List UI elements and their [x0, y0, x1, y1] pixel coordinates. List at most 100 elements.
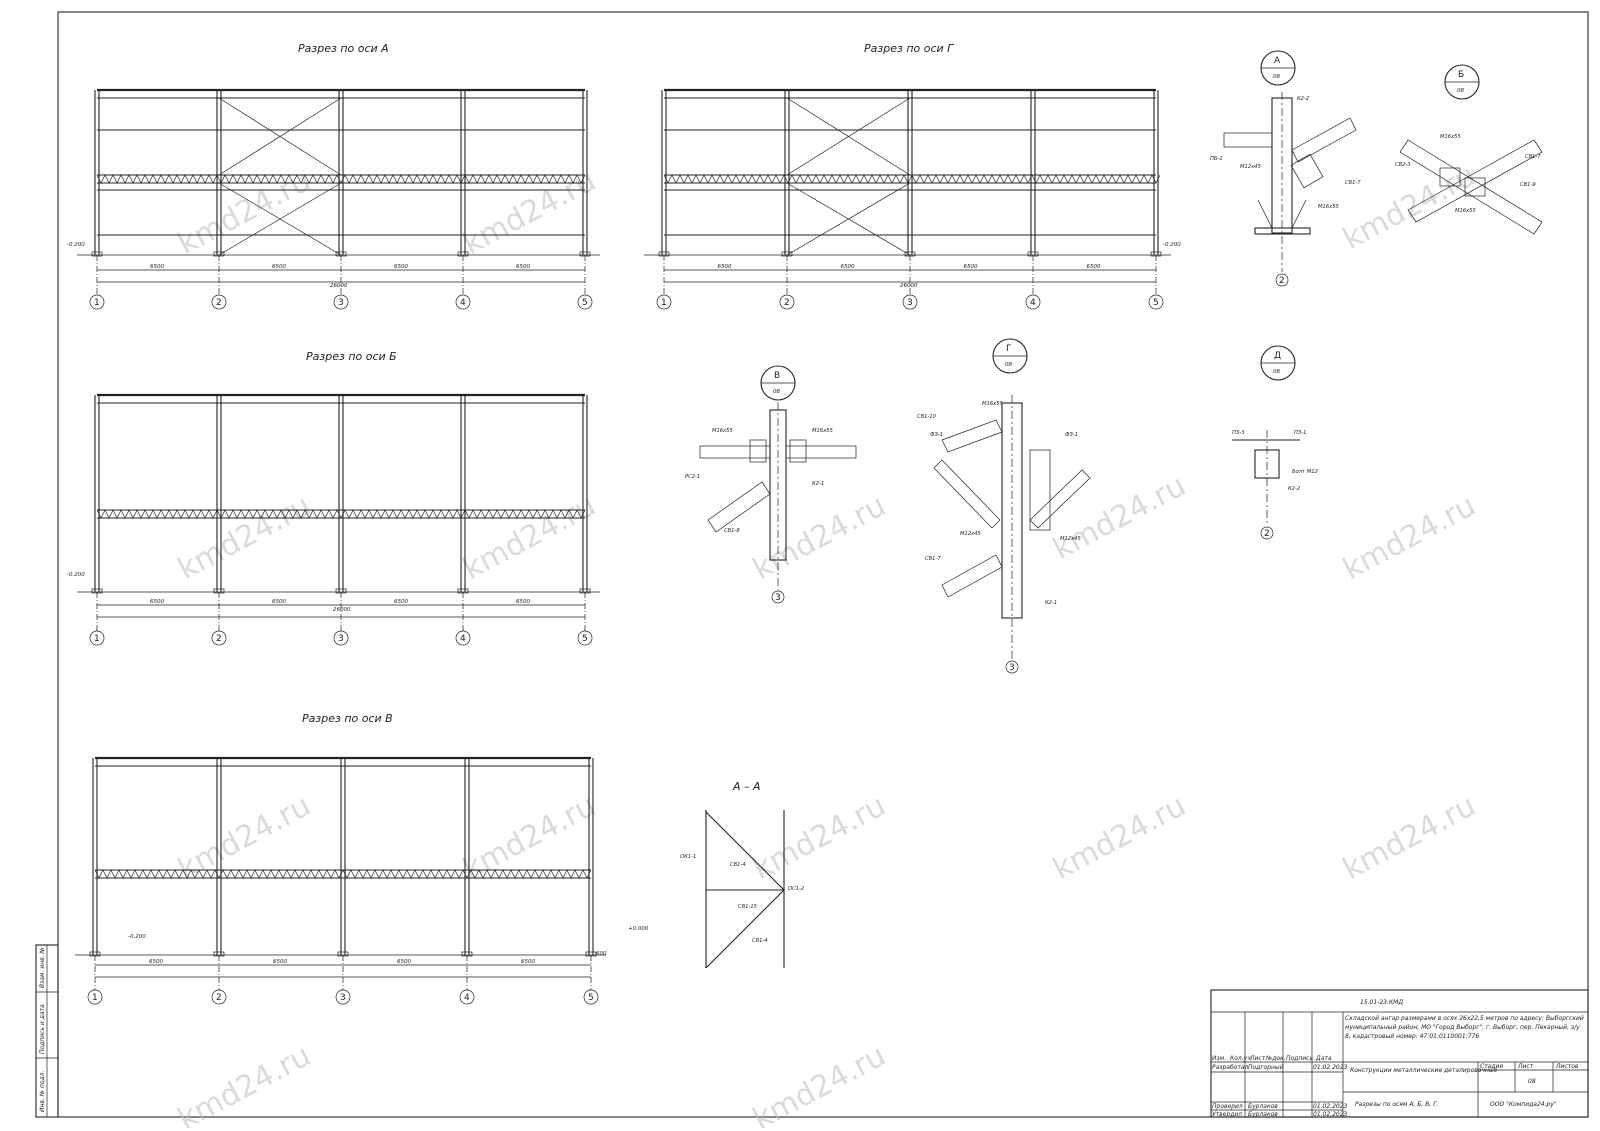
doc-code: 15.01-23.КМД — [1360, 999, 1403, 1006]
span-dim: 6500 — [397, 959, 411, 965]
watermark-layer: kmd24.ru kmd24.ru kmd24.ru kmd24.ru kmd24.ru… — [172, 158, 1481, 1131]
svg-text:М16х55: М16х55 — [982, 401, 1003, 407]
svg-text:Листов: Листов — [1555, 1063, 1579, 1070]
axis-label: 5 — [1153, 298, 1159, 308]
svg-text:3: 3 — [1009, 663, 1015, 673]
node-g-detail: 3 СВ1-10 М16х55 ФЗ-1 ФЗ-1 М12х45 М12х45 … — [917, 395, 1091, 674]
node-a-detail: 2 К2-2 ПБ-1 М12х45 СВ1-7 М16х55 — [1210, 92, 1361, 287]
svg-text:Д: Д — [1274, 351, 1281, 361]
span-dim: 6500 — [394, 264, 408, 270]
title-block: 15.01-23.КМД Складской ангар размерами в… — [1210, 989, 1589, 1118]
axis-marker — [656, 294, 672, 310]
watermark-text: kmd24.ru — [457, 163, 601, 262]
span-dim: 6500 — [150, 599, 164, 605]
svg-text:2: 2 — [1279, 276, 1285, 286]
elevation-frames: 6500 6500 6500 6500 1 2 3 4 5 6500 6500 6500 6500 1 2 3… — [75, 88, 1171, 1005]
svg-text:Болт М12: Болт М12 — [1292, 469, 1318, 475]
svg-text:М16х55: М16х55 — [812, 428, 833, 434]
watermark-text: kmd24.ru — [747, 488, 891, 587]
axis-marker — [333, 294, 349, 310]
axis-label: 5 — [588, 993, 594, 1003]
node-a-callout: А 08 — [1260, 50, 1296, 86]
node-v-callout: В 08 — [760, 365, 796, 401]
axis-label: 4 — [460, 634, 466, 644]
level-mark-v: -0.200 — [128, 934, 146, 940]
total-dim-a: 26000 — [330, 283, 348, 289]
svg-text:К2-1: К2-1 — [812, 481, 824, 487]
axis-marker — [89, 294, 105, 310]
view-title-v: Разрез по оси В — [302, 712, 393, 725]
watermark-text: kmd24.ru — [172, 488, 316, 587]
watermark-text: kmd24.ru — [1047, 788, 1191, 887]
svg-text:01.02.2023: 01.02.2023 — [1313, 1111, 1348, 1118]
svg-text:СВ1-9: СВ1-9 — [1520, 182, 1536, 188]
watermark-text: kmd24.ru — [1337, 788, 1481, 887]
svg-text:08: 08 — [1457, 88, 1464, 94]
svg-text:Изм.: Изм. — [1212, 1055, 1226, 1062]
span-dim: 6500 — [394, 599, 408, 605]
span-dim: 6500 — [150, 264, 164, 270]
svg-text:№док.: №док. — [1265, 1055, 1286, 1062]
axis-label: 2 — [784, 298, 790, 308]
span-dim: 6500 — [964, 264, 978, 270]
sheet-title: Разрезы по осям А, Б, В, Г. — [1355, 1101, 1438, 1108]
span-dim: 6500 — [516, 264, 530, 270]
axis-marker — [902, 294, 918, 310]
svg-text:В: В — [774, 371, 780, 381]
axis-label: 1 — [94, 298, 100, 308]
svg-text:Подгорный: Подгорный — [1248, 1064, 1284, 1071]
section-aa-title: А – А — [732, 780, 761, 793]
svg-text:Дата: Дата — [1315, 1055, 1332, 1062]
watermark-text: kmd24.ru — [457, 488, 601, 587]
node-b-detail: М16х55 СВ1-7 СВ2-3 СВ1-9 М16х55 — [1395, 134, 1543, 235]
axis-label: 3 — [907, 298, 913, 308]
axis-marker — [779, 294, 795, 310]
svg-text:Инв. № подл.: Инв. № подл. — [39, 1071, 46, 1112]
section-name: Конструкции металлические деталировочные — [1350, 1067, 1498, 1074]
axis-label: 2 — [216, 298, 222, 308]
svg-text:СВ1-10: СВ1-10 — [917, 414, 937, 420]
axis-marker — [89, 630, 105, 646]
axis-label: 1 — [92, 993, 98, 1003]
axis-label: 4 — [1030, 298, 1036, 308]
svg-text:К2-2: К2-2 — [1297, 96, 1309, 102]
svg-text:2: 2 — [1264, 529, 1270, 539]
level-mark-b: -0.200 — [67, 572, 85, 578]
axis-marker — [211, 294, 227, 310]
axis-label: 3 — [338, 634, 344, 644]
axis-label: 5 — [582, 634, 588, 644]
axis-label: 1 — [94, 634, 100, 644]
svg-text:Стадия: Стадия — [1480, 1063, 1503, 1070]
section-aa: ОК1-1 СВ1-4 СВ1-15 СВ1-4 ОС1-2 — [680, 810, 804, 969]
side-stamp: Взам. инв. № Подпись и дата Инв. № подл. — [35, 944, 59, 1118]
company-name: ООО "Компида24.ру" — [1490, 1101, 1557, 1108]
axis-label: 2 — [216, 634, 222, 644]
svg-text:СВ1-8: СВ1-8 — [724, 528, 740, 534]
axis-label: 4 — [460, 298, 466, 308]
node-g-callout: Г 08 — [992, 338, 1028, 374]
view-title-g: Разрез по оси Г — [864, 42, 954, 55]
svg-text:01.02.2023: 01.02.2023 — [1313, 1103, 1348, 1110]
span-dim: 6500 — [516, 599, 530, 605]
svg-text:СВ1-7: СВ1-7 — [925, 556, 941, 562]
view-title-b: Разрез по оси Б — [306, 350, 397, 363]
watermark-text: kmd24.ru — [457, 788, 601, 887]
node-d-detail: 2 ПЗ-3 ПЗ-1 Болт М12 К2-2 — [1232, 430, 1318, 540]
axis-marker — [577, 630, 593, 646]
axis-label: 4 — [464, 993, 470, 1003]
axis-marker — [1025, 294, 1041, 310]
svg-text:08: 08 — [1273, 369, 1280, 375]
svg-text:А: А — [1274, 56, 1281, 66]
svg-text:ПЗ-3: ПЗ-3 — [1232, 430, 1244, 436]
axis-marker — [455, 630, 471, 646]
svg-text:08: 08 — [1273, 74, 1280, 80]
level-mark-v2: +0.000 — [628, 926, 649, 932]
svg-text:М16х55: М16х55 — [712, 428, 733, 434]
node-d-callout: Д 08 — [1260, 345, 1296, 381]
axis-marker — [459, 989, 475, 1005]
svg-text:Г: Г — [1006, 344, 1012, 354]
axis-marker — [577, 294, 593, 310]
